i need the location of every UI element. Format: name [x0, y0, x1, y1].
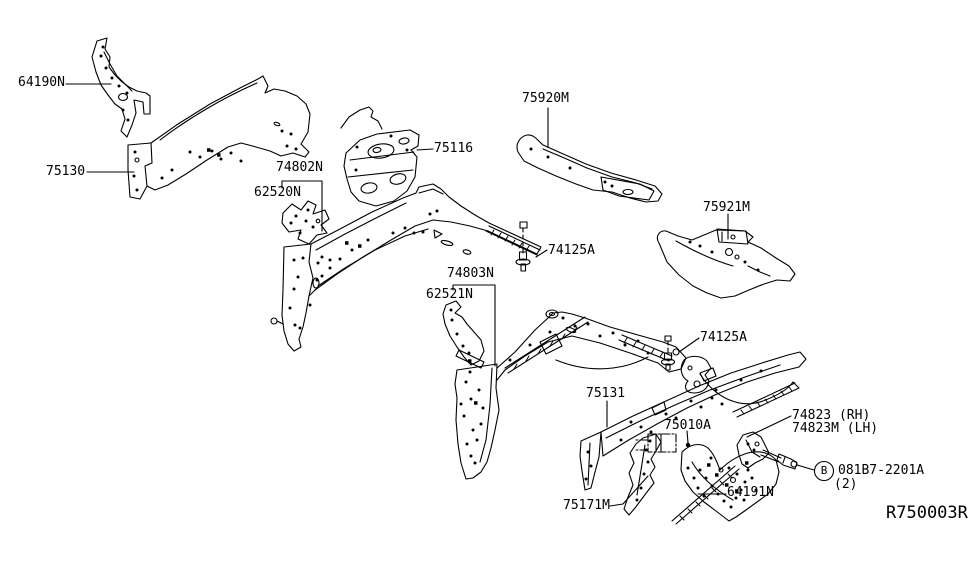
- part-62520n-drawing: [281, 200, 330, 245]
- part-75171m-drawing: [609, 433, 662, 516]
- part-75130-drawing: [86, 75, 311, 200]
- bolt-circle-letter: B: [820, 464, 828, 477]
- bolt-74125a-mid: [660, 335, 700, 371]
- callout-74125a-top: 74125A: [548, 243, 595, 258]
- leader-75116: [416, 148, 434, 151]
- leader-75171m: [609, 475, 649, 507]
- part-75920m-drawing: [516, 107, 663, 203]
- leader-74125a-top: [535, 249, 548, 258]
- part-74823-rod-drawing: [736, 415, 815, 471]
- callout-64190n: 64190N: [18, 75, 65, 90]
- bolt-callout-circle: [813, 460, 835, 482]
- callout-64191n: 64191N: [727, 485, 774, 500]
- callout-75920m: 75920M: [522, 91, 569, 106]
- figure-code: R750003R: [886, 503, 968, 523]
- callout-75116: 75116: [434, 141, 474, 156]
- callout-081b7-2201a: 081B7-2201A: [838, 463, 925, 478]
- callout-75171m: 75171M: [563, 498, 610, 513]
- callout-62520n: 62520N: [254, 185, 301, 200]
- callout-75130: 75130: [46, 164, 86, 179]
- callout-62521n: 62521N: [426, 287, 473, 302]
- part-75116-drawing: [340, 106, 434, 207]
- part-62521n-drawing: [442, 300, 485, 369]
- leader-74823: [746, 415, 792, 438]
- part-74802n-drawing: [270, 180, 542, 352]
- callout-74823m-lh: 74823M (LH): [792, 421, 879, 436]
- part-74803n-drawing: [452, 284, 687, 480]
- part-75010a-drawing: [633, 430, 691, 453]
- part-64191n-drawing: [671, 443, 780, 525]
- bracket-74803n: [452, 284, 496, 367]
- callout-75921m: 75921M: [703, 200, 750, 215]
- callout-74125a-mid: 74125A: [700, 330, 747, 345]
- callout-75131: 75131: [586, 386, 626, 401]
- part-75921m-drawing: [656, 213, 796, 299]
- bolt-74125a-top: [515, 221, 548, 272]
- leader-75010a: [686, 430, 689, 444]
- part-75131-drawing: [579, 351, 807, 491]
- callout-74802n: 74802N: [276, 160, 323, 175]
- callout-74823-rh: 74823 (RH): [792, 408, 871, 423]
- hoodledge-right-details: [680, 355, 800, 418]
- callout-74803n: 74803N: [447, 266, 494, 281]
- callout-081b7-qty: (2): [834, 477, 858, 492]
- leader-74125a-mid: [678, 337, 700, 353]
- callout-75010a: 75010A: [664, 418, 711, 433]
- bracket-74802n: [281, 180, 323, 232]
- part-64190n-drawing: [65, 37, 151, 138]
